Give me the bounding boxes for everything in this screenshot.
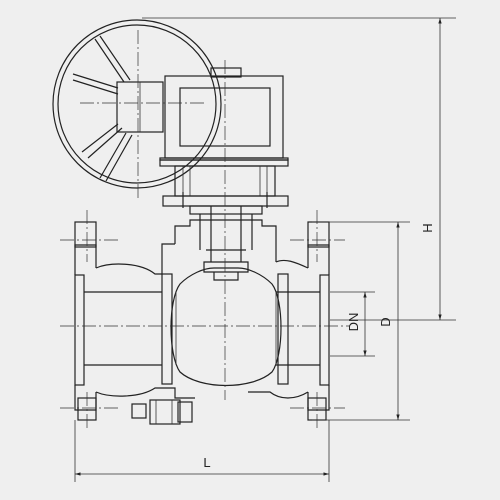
valve-body [74,219,330,421]
dimension-label-DN: DN [346,313,361,332]
center-lines [60,30,350,430]
dimension-label-H: H [420,223,435,232]
dimension-label-D: D [378,317,393,326]
dimension-DN [330,291,375,357]
mounting-bracket [159,159,289,215]
bottom-bolts [131,399,193,425]
dimension-L [74,420,330,482]
handwheel [52,19,222,189]
dimension-H [142,17,456,321]
dimension-label-L: L [203,455,210,470]
gearbox [159,67,289,161]
dimension-D [312,221,410,421]
